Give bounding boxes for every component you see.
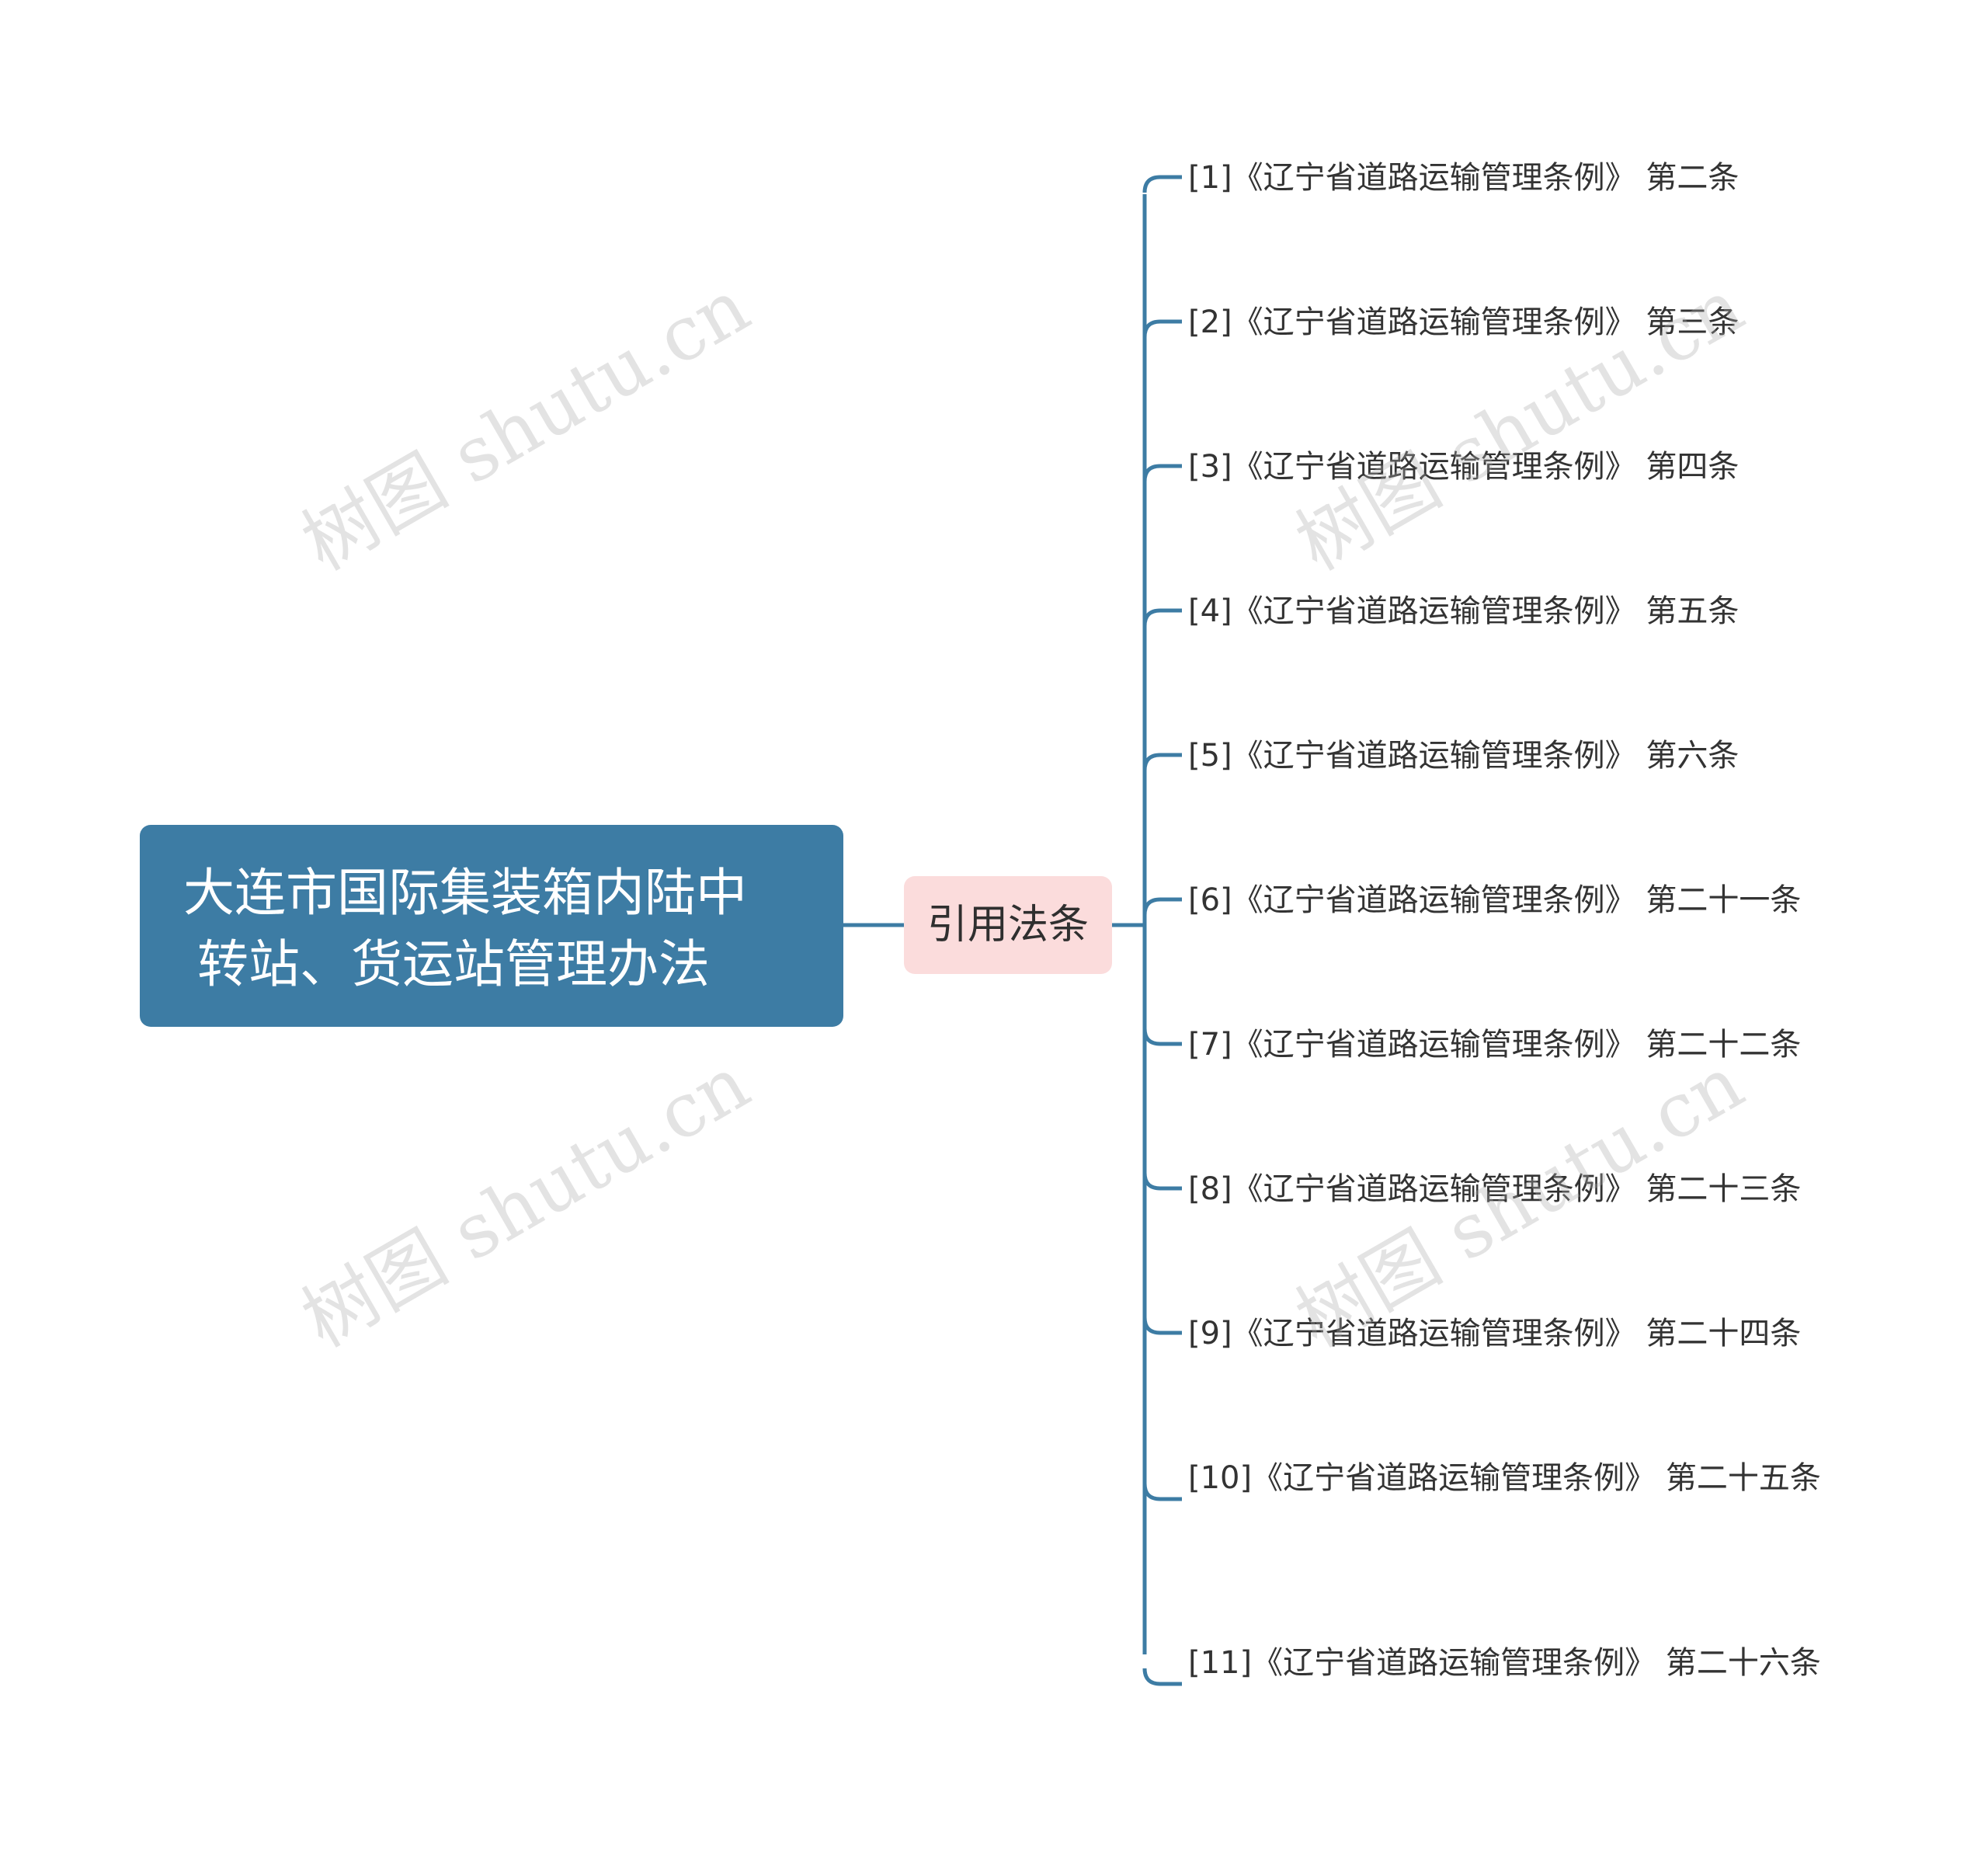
root-title-line-2: 转站、货运站管理办法 (197, 934, 710, 994)
leaf-node-5[interactable]: [5]《辽宁省道路运输管理条例》 第六条 (1188, 735, 1856, 777)
leaf-node-11[interactable]: [11]《辽宁省道路运输管理条例》 第二十六条 (1188, 1642, 1825, 1684)
leaf-text: [8]《辽宁省道路运输管理条例》 第二十三条 (1188, 1171, 1802, 1207)
leaf-connector-7 (1142, 1028, 1182, 1046)
leaf-connector-10 (1142, 1483, 1182, 1501)
leaf-text: [9]《辽宁省道路运输管理条例》 第二十四条 (1188, 1316, 1802, 1351)
leaf-connector-2 (1142, 319, 1182, 338)
leaf-connectors (1142, 175, 1182, 1686)
branch-node-cited-laws[interactable]: 引用法条 (904, 876, 1112, 974)
leaf-node-4[interactable]: [4]《辽宁省道路运输管理条例》 第五条 (1188, 590, 1856, 632)
leaf-text: [5]《辽宁省道路运输管理条例》 第六条 (1188, 738, 1740, 774)
leaf-connector-11 (1142, 1668, 1182, 1686)
leaf-node-1[interactable]: [1]《辽宁省道路运输管理条例》 第二条 (1188, 157, 1856, 199)
leaf-text: [3]《辽宁省道路运输管理条例》 第四条 (1188, 449, 1740, 485)
leaf-node-7[interactable]: [7]《辽宁省道路运输管理条例》 第二十二条 (1188, 1024, 1856, 1066)
leaf-connector-6 (1142, 897, 1182, 916)
leaf-connector-9 (1142, 1317, 1182, 1335)
leaf-text: [2]《辽宁省道路运输管理条例》 第三条 (1188, 304, 1740, 340)
leaf-text: [10]《辽宁省道路运输管理条例》 第二十五条 (1188, 1460, 1821, 1496)
root-title-line-1: 大连市国际集装箱内陆中 (183, 863, 747, 923)
leaf-text: [1]《辽宁省道路运输管理条例》 第二条 (1188, 160, 1740, 196)
leaf-text: [6]《辽宁省道路运输管理条例》 第二十一条 (1188, 882, 1802, 918)
root-node[interactable]: 大连市国际集装箱内陆中 转站、货运站管理办法 (140, 825, 843, 1027)
leaf-connector-8 (1142, 1172, 1182, 1191)
leaf-node-9[interactable]: [9]《辽宁省道路运输管理条例》 第二十四条 (1188, 1313, 1856, 1355)
leaf-node-2[interactable]: [2]《辽宁省道路运输管理条例》 第三条 (1188, 301, 1856, 343)
leaf-text: [4]《辽宁省道路运输管理条例》 第五条 (1188, 593, 1740, 629)
leaf-text: [7]《辽宁省道路运输管理条例》 第二十二条 (1188, 1027, 1802, 1063)
leaf-node-10[interactable]: [10]《辽宁省道路运输管理条例》 第二十五条 (1188, 1457, 1825, 1499)
leaf-connector-4 (1142, 608, 1182, 627)
leaf-connector-1 (1142, 175, 1182, 193)
leaf-text: [11]《辽宁省道路运输管理条例》 第二十六条 (1188, 1645, 1821, 1681)
leaf-node-3[interactable]: [3]《辽宁省道路运输管理条例》 第四条 (1188, 446, 1856, 488)
branch-label: 引用法条 (926, 902, 1089, 948)
leaf-node-8[interactable]: [8]《辽宁省道路运输管理条例》 第二十三条 (1188, 1168, 1856, 1210)
leaf-node-6[interactable]: [6]《辽宁省道路运输管理条例》 第二十一条 (1188, 879, 1856, 921)
leaf-connector-5 (1142, 753, 1182, 771)
leaf-connector-3 (1142, 464, 1182, 482)
